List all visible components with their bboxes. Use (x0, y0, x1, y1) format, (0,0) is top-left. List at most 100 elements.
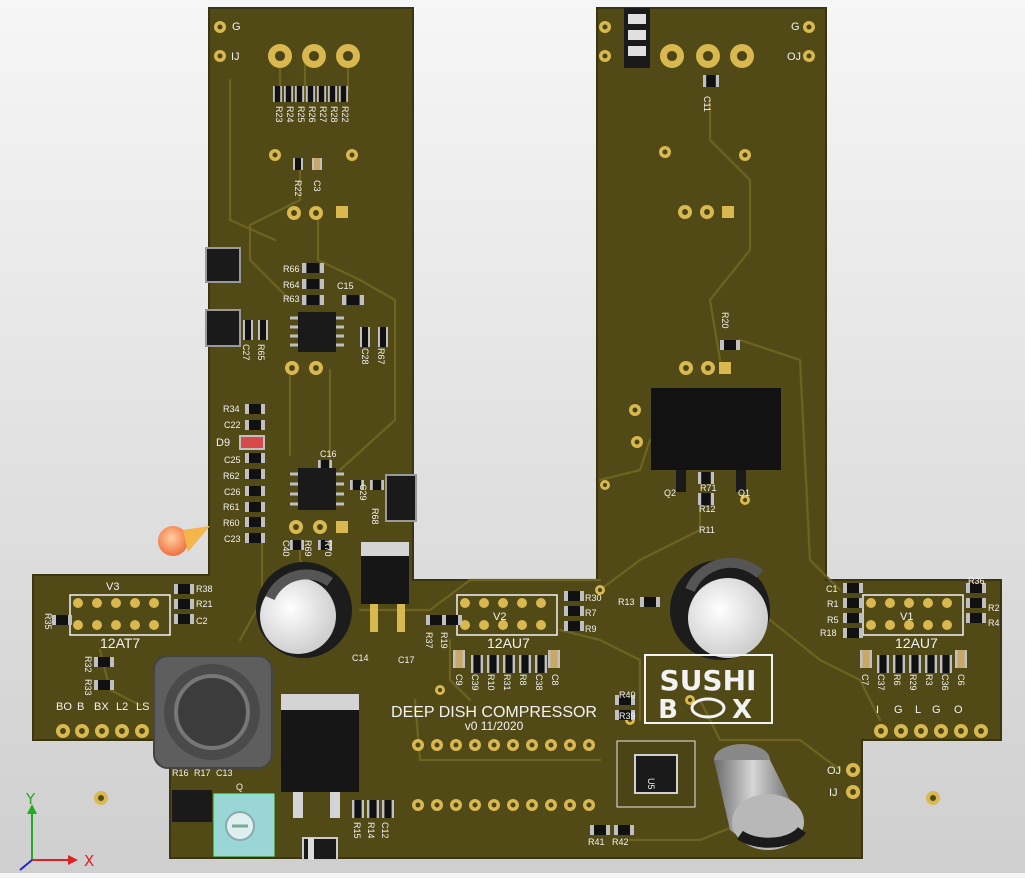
socket-pin (923, 620, 933, 630)
connector-label: I (876, 704, 879, 716)
pad-hole (217, 53, 223, 59)
ref-label: R17 (194, 768, 211, 778)
pad-hole (898, 728, 904, 734)
pad-hole (529, 802, 535, 808)
smd-body (178, 584, 190, 594)
pad-hole (632, 407, 638, 413)
smd-body (619, 710, 631, 720)
ref-label: C29 (358, 484, 368, 501)
pad-hole (602, 53, 608, 59)
pad-hole (662, 149, 668, 155)
smd-body (537, 655, 545, 673)
pad-hole (850, 767, 856, 773)
led-d9 (239, 435, 265, 450)
tube-type: 12AT7 (100, 635, 140, 651)
smd-body (98, 680, 110, 690)
pad-hole (602, 482, 608, 488)
smd-body (306, 295, 320, 305)
ref-label: R61 (223, 502, 240, 512)
pad-hole (415, 802, 421, 808)
ref-label: R22 (340, 106, 350, 123)
smd-body (521, 655, 529, 673)
pad-hole (293, 524, 299, 530)
tube-type: 12AU7 (895, 635, 938, 651)
ic-u5 (616, 740, 696, 808)
ref-label: C6 (956, 674, 966, 686)
socket-pin (942, 598, 952, 608)
smd-body (260, 320, 266, 340)
pad-hole (437, 687, 443, 693)
pad-hole (415, 742, 421, 748)
socket-pin (73, 598, 83, 608)
smd-body (430, 615, 442, 625)
smd-body (249, 517, 261, 527)
connector-label: G (894, 704, 903, 716)
ref-label: C38 (534, 674, 544, 691)
pad-hole (272, 152, 278, 158)
smd-body (505, 655, 513, 673)
smd-body (56, 615, 68, 625)
ref-label: C1 (826, 584, 838, 594)
ref-label: R33 (83, 679, 93, 696)
ref-label: R2 (988, 603, 1000, 613)
pad-hole (313, 365, 319, 371)
relay (651, 388, 781, 470)
pad-hole (119, 728, 125, 734)
ref-label: R66 (283, 264, 300, 274)
socket-pin (460, 598, 470, 608)
ref-label: C27 (241, 344, 251, 361)
pad-hole (586, 802, 592, 808)
smd-body (862, 650, 870, 668)
ref-label: C12 (380, 822, 390, 839)
ref-label: C28 (360, 348, 370, 365)
pad-hole (274, 50, 286, 62)
socket-pin (479, 598, 489, 608)
socket-pin (866, 598, 876, 608)
smd-body (306, 263, 320, 273)
pad-hole (317, 524, 323, 530)
power-inductor (153, 655, 273, 769)
axis-triad: Y X (19, 790, 94, 871)
ref-label: C11 (702, 96, 712, 112)
square-pad (719, 362, 731, 374)
pad-hole (850, 789, 856, 795)
smd-body (352, 480, 362, 490)
smd-body (320, 540, 330, 550)
smd-body (619, 695, 631, 705)
ref-label: C23 (224, 534, 241, 544)
electrolytic-cap-right (670, 557, 770, 660)
ref-label: C36 (940, 674, 950, 691)
ref-label: R39 (619, 711, 636, 721)
socket-pin (111, 598, 121, 608)
smd-body (847, 613, 859, 623)
pad-hole (736, 50, 748, 62)
tube-ref: V3 (106, 581, 119, 593)
tube-ref: V1 (900, 611, 913, 623)
smd-body (594, 825, 606, 835)
smd-body (927, 655, 935, 673)
smd-body (701, 493, 711, 505)
smd-body (384, 800, 392, 818)
pad-hole (682, 209, 688, 215)
smd-body (249, 486, 261, 496)
ref-label: C37 (876, 674, 886, 691)
pad-hole (349, 152, 355, 158)
ref-label: C15 (337, 281, 354, 291)
pad-hole (567, 742, 573, 748)
smd-body (306, 279, 320, 289)
socket-pin (517, 620, 527, 630)
pad-hole (806, 24, 812, 30)
pad-hole (472, 742, 478, 748)
smd-body (296, 86, 303, 102)
smd-body (957, 650, 965, 668)
transistor-bottom-left (172, 790, 212, 822)
ref-label: C8 (550, 674, 560, 686)
ref-label: C22 (224, 420, 241, 430)
pad-hole (99, 728, 105, 734)
pad-hole (434, 802, 440, 808)
pad-hole (491, 742, 497, 748)
smd-body (320, 460, 330, 470)
3d-pivot-marker (158, 526, 210, 556)
pad-hole (742, 497, 748, 503)
